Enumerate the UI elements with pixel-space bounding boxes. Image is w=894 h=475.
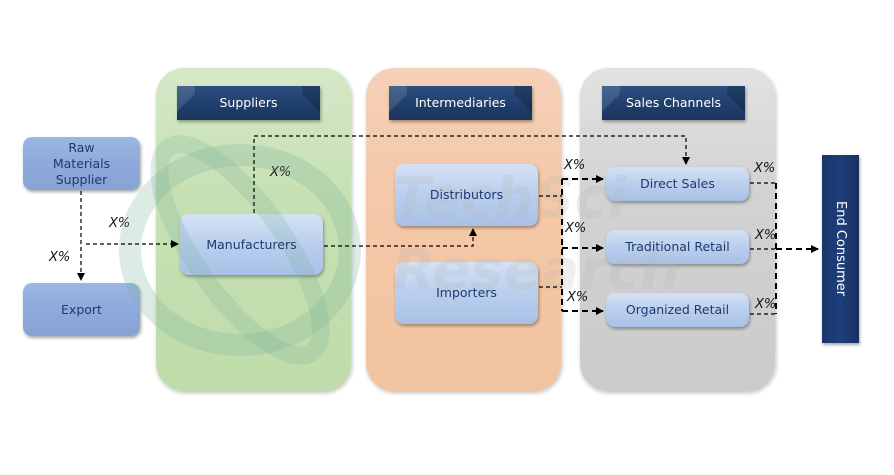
direct-sales-out-pct: X% [754,161,776,176]
raw-to-export-pct: X% [49,250,71,265]
end-consumer-label: End Consumer [833,201,848,297]
organized-retail-label: Organized Retail [625,302,730,317]
traditional-retail-node[interactable]: Traditional Retail [606,230,749,264]
intermediaries-header: Intermediaries [389,86,532,120]
sales-channels-header: Sales Channels [602,86,745,120]
organized-retail-out-pct: X% [755,297,777,312]
export-node[interactable]: Export [23,283,140,336]
organized-retail-node[interactable]: Organized Retail [606,293,749,327]
export-label: Export [61,301,102,317]
raw-materials-supplier-node[interactable]: Raw Materials Supplier [23,137,140,190]
sales-channels-panel [580,68,775,391]
distributors-node[interactable]: Distributors [395,164,538,226]
to-direct-sales-pct: X% [564,158,586,173]
raw-to-manufacturers-pct: X% [109,216,131,231]
watermark-globe-icon [119,135,361,365]
direct-sales-node[interactable]: Direct Sales [606,167,749,201]
raw-line-2: Materials [52,155,111,171]
manufacturers-label: Manufacturers [206,236,297,252]
raw-line-3: Supplier [55,171,108,187]
traditional-retail-out-pct: X% [755,228,777,243]
direct-sales-label: Direct Sales [640,176,715,191]
to-traditional-retail-pct: X% [565,221,587,236]
importers-label: Importers [436,285,497,300]
traditional-retail-label: Traditional Retail [625,239,730,254]
distributors-label: Distributors [429,187,504,202]
raw-line-1: Raw [68,139,95,155]
suppliers-header: Suppliers [177,86,320,120]
importers-node[interactable]: Importers [395,262,538,324]
manufacturers-node[interactable]: Manufacturers [180,214,323,275]
to-organized-retail-pct: X% [567,290,589,305]
end-consumer-node[interactable]: End Consumer [822,155,859,343]
